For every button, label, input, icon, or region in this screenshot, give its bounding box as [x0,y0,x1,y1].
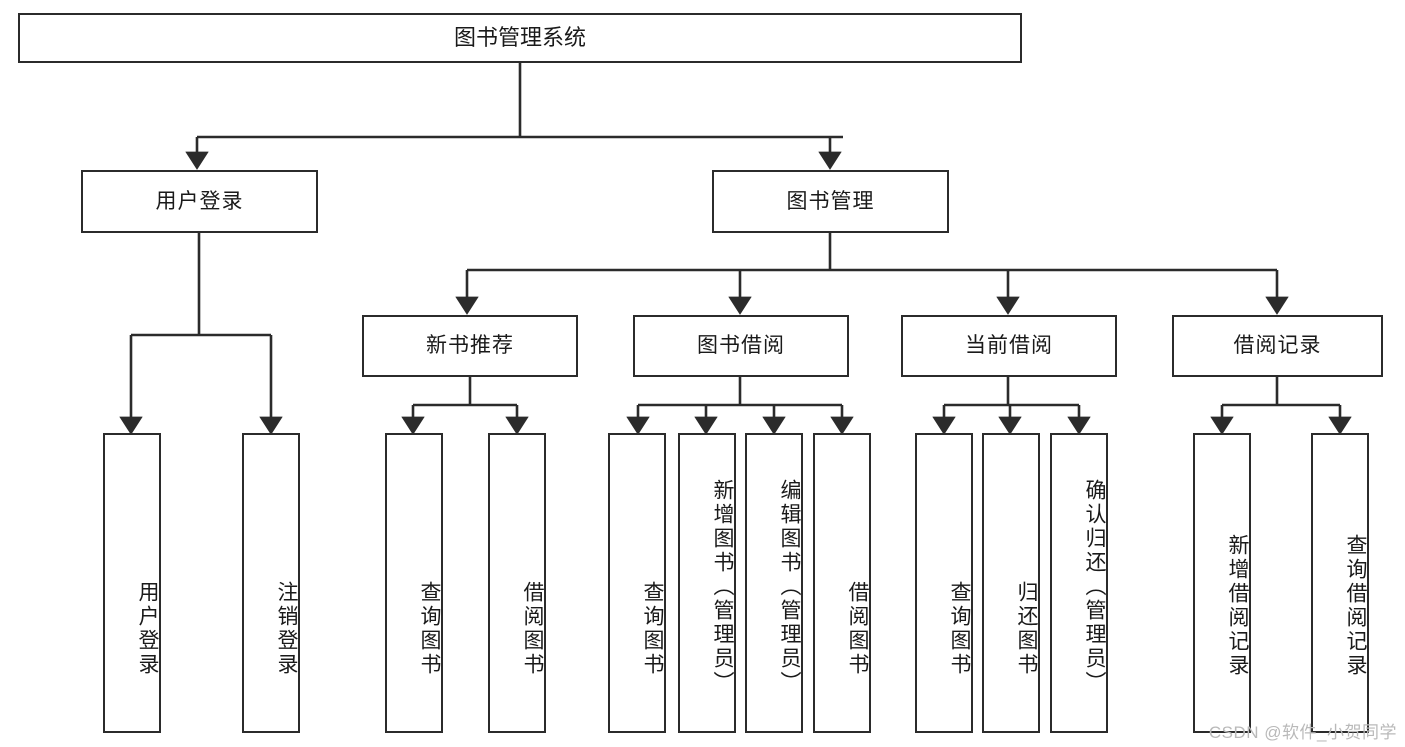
node-leaf-return-book-label: 归还图书 [1015,581,1038,677]
node-leaf-query-book-3[interactable]: 查询图书 [915,433,973,733]
node-leaf-add-book[interactable]: 新增图书（管理员） [678,433,736,733]
node-leaf-borrow-book-1-label: 借阅图书 [521,581,544,677]
node-leaf-edit-book-label: 编辑图书（管理员） [778,479,801,695]
node-leaf-query-book-2[interactable]: 查询图书 [608,433,666,733]
node-leaf-user-login-label: 用户登录 [136,581,159,677]
node-root-label: 图书管理系统 [453,24,586,50]
node-leaf-confirm-return-label: 确认归还（管理员） [1083,479,1106,695]
node-leaf-borrow-book-2[interactable]: 借阅图书 [813,433,871,733]
csdn-watermark: CSDN @软件_小贺同学 [1208,723,1397,742]
node-current-borrow-label: 当前借阅 [965,334,1053,358]
node-leaf-add-book-label: 新增图书（管理员） [711,479,734,695]
node-user-login[interactable]: 用户登录 [81,170,318,233]
node-leaf-user-login[interactable]: 用户登录 [103,433,161,733]
node-leaf-borrow-book-2-label: 借阅图书 [846,581,869,677]
node-leaf-query-record-label: 查询借阅记录 [1344,533,1367,678]
node-new-book-recommend[interactable]: 新书推荐 [362,315,578,377]
node-leaf-edit-book[interactable]: 编辑图书（管理员） [745,433,803,733]
node-borrow-record-label: 借阅记录 [1233,334,1322,358]
node-leaf-query-book-1-label: 查询图书 [418,581,441,677]
node-leaf-query-book-1[interactable]: 查询图书 [385,433,443,733]
node-leaf-return-book[interactable]: 归还图书 [982,433,1040,733]
node-user-login-label: 用户登录 [155,189,244,213]
node-new-book-recommend-label: 新书推荐 [426,334,514,358]
node-borrow-record[interactable]: 借阅记录 [1172,315,1383,377]
node-leaf-logout-login[interactable]: 注销登录 [242,433,300,733]
node-leaf-query-book-2-label: 查询图书 [641,581,664,677]
node-leaf-query-book-3-label: 查询图书 [948,581,971,677]
node-current-borrow[interactable]: 当前借阅 [901,315,1117,377]
node-leaf-borrow-book-1[interactable]: 借阅图书 [488,433,546,733]
node-leaf-confirm-return[interactable]: 确认归还（管理员） [1050,433,1108,733]
node-leaf-add-record-label: 新增借阅记录 [1226,533,1249,678]
node-book-manage[interactable]: 图书管理 [712,170,949,233]
node-book-borrow[interactable]: 图书借阅 [633,315,849,377]
node-leaf-add-record[interactable]: 新增借阅记录 [1193,433,1251,733]
node-leaf-query-record[interactable]: 查询借阅记录 [1311,433,1369,733]
node-root[interactable]: 图书管理系统 [18,13,1022,63]
node-book-borrow-label: 图书借阅 [697,334,785,358]
node-leaf-logout-login-label: 注销登录 [275,581,298,677]
node-book-manage-label: 图书管理 [786,189,875,213]
